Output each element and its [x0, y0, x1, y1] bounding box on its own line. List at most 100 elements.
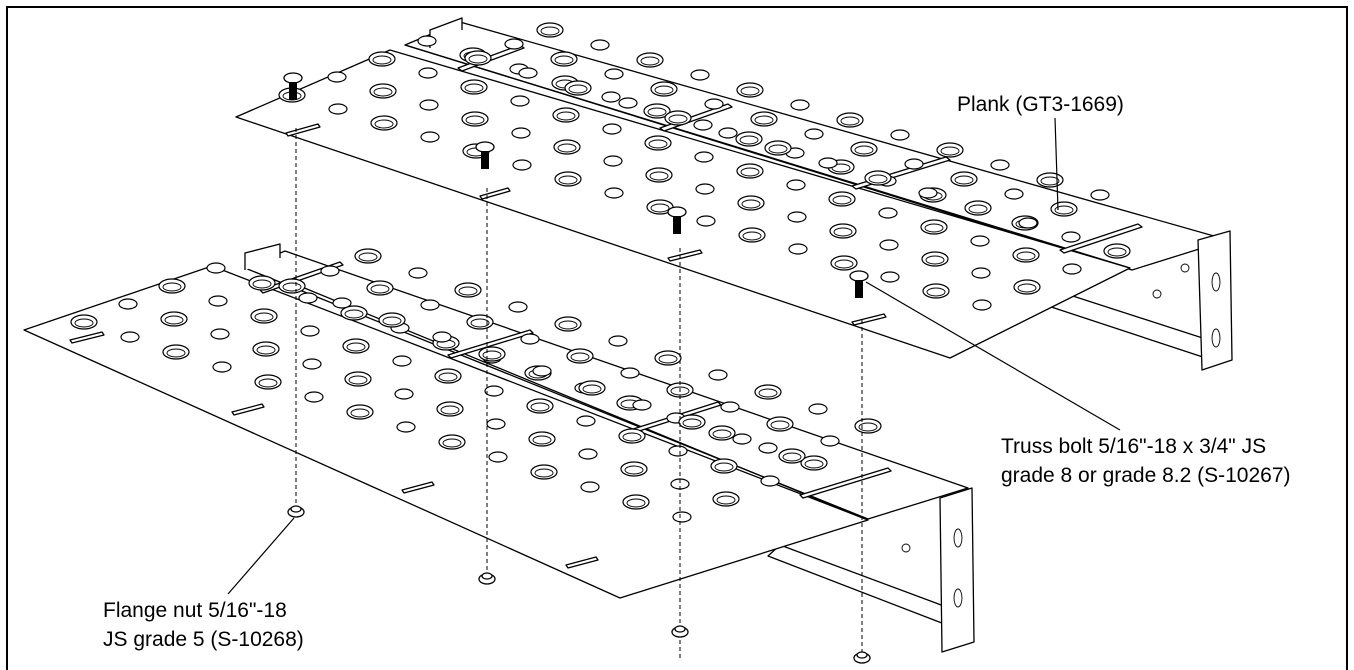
perforation-hole-rim [650, 203, 670, 213]
perforation-hole [532, 365, 552, 377]
perforation-hole-rim [557, 143, 577, 153]
perforation-hole [408, 267, 428, 279]
perforation-hole-rim [647, 107, 667, 117]
perforation-hole-rim [554, 55, 574, 65]
perforation-hole [210, 328, 230, 340]
perforation-hole-rim [954, 175, 974, 185]
perforation-hole [758, 442, 778, 454]
perforation-hole [604, 187, 624, 199]
perforation-hole-rim [858, 422, 878, 432]
perforation-hole [328, 103, 348, 115]
perforation-hole-rim [854, 145, 874, 155]
lower-plank [23, 243, 975, 653]
perforation-hole [300, 325, 320, 337]
perforation-hole-rim [834, 259, 854, 269]
perforation-hole-rim [741, 199, 761, 209]
perforation-hole [672, 511, 692, 523]
perforation-hole-rim [624, 465, 644, 475]
upper-plank [235, 17, 1233, 371]
perforation-hole-rim [358, 252, 378, 262]
perforation-hole-rim [438, 372, 458, 382]
perforation-hole [786, 179, 806, 191]
perforation-hole-rim [370, 284, 390, 294]
leader-lines [227, 117, 1121, 595]
perforation-hole [790, 99, 810, 111]
perforation-hole-rim [714, 462, 734, 472]
perforation-hole-rim [254, 312, 274, 322]
perforation-hole [601, 91, 621, 103]
perforation-hole-rim [470, 318, 490, 328]
truss-bolt-callout: Truss bolt 5/16"-18 x 3/4" JS grade 8 or… [1001, 432, 1291, 490]
perforation-hole [708, 369, 728, 381]
perforation-hole-rim [622, 432, 642, 442]
perforation-hole [418, 67, 438, 79]
perforation-hole [420, 299, 440, 311]
perforation-hole-rim [166, 348, 186, 358]
perforation-hole-rim [804, 459, 824, 469]
perforation-hole [488, 451, 508, 463]
perforation-hole-rim [348, 375, 368, 385]
perforation-hole-rim [442, 438, 462, 448]
perforation-hole-rim [458, 286, 478, 296]
truss-bolt-label-line1: Truss bolt 5/16"-18 x 3/4" JS [1001, 435, 1267, 458]
perforation-hole [696, 215, 716, 227]
perforation-hole [327, 71, 347, 83]
flange-nut-label-line2: JS grade 5 (S-10268) [103, 628, 304, 651]
perforation-hole-rim [648, 139, 668, 149]
perforation-hole [618, 97, 638, 109]
perforation-hole-rim [868, 174, 888, 184]
perforation-hole-rim [1054, 205, 1074, 215]
flange-nut-callout: Flange nut 5/16"-18 JS grade 5 (S-10268) [103, 596, 304, 654]
perforation-hole-rim [373, 87, 393, 97]
perforation-hole [990, 159, 1010, 171]
perforation-hole-rim [582, 384, 602, 394]
perforation-hole-rim [258, 378, 278, 388]
perforation-hole [304, 391, 324, 403]
perforation-hole [820, 435, 840, 447]
perforation-hole-rim [833, 227, 853, 237]
perforation-hole [971, 267, 991, 279]
perforation-hole [392, 355, 412, 367]
perforation-hole-rim [682, 418, 702, 428]
perforation-hole [1061, 231, 1081, 243]
perforation-hole [419, 99, 439, 111]
perforation-hole [880, 271, 900, 283]
perforation-hole-rim [1017, 283, 1037, 293]
perforation-hole [695, 183, 715, 195]
perforation-hole-rim [252, 279, 272, 289]
perforation-hole [212, 361, 232, 373]
flange-nut-icon [287, 505, 871, 664]
plank-callout: Plank (GT3-1669) [957, 90, 1124, 119]
perforation-hole-rim [556, 111, 576, 121]
perforation-hole [484, 385, 504, 397]
perforation-hole [890, 129, 910, 141]
perforation-hole-rim [350, 408, 370, 418]
perforation-hole [118, 298, 138, 310]
perforation-hole-rim [540, 26, 560, 36]
perforation-hole [760, 475, 780, 487]
perforation-hole [578, 448, 598, 460]
perforation-hole [486, 418, 506, 430]
plank-label: Plank (GT3-1669) [957, 93, 1124, 116]
perforation-hole-rim [530, 402, 550, 412]
perforation-hole-rim [382, 316, 402, 326]
perforation-hole [972, 299, 992, 311]
perforation-hole [1062, 263, 1082, 275]
perforation-hole-rim [1040, 176, 1060, 186]
perforation-hole [511, 127, 531, 139]
perforation-hole [818, 157, 838, 169]
perforation-hole-rim [482, 350, 502, 360]
perforation-hole [590, 39, 610, 51]
perforation-hole [704, 98, 724, 110]
perforation-hole-rim [346, 342, 366, 352]
perforation-hole-rim [282, 282, 302, 292]
perforation-hole-rim [782, 452, 802, 462]
perforation-hole-rim [558, 175, 578, 185]
perforation-hole [510, 95, 530, 107]
perforation-hole [632, 399, 652, 411]
perforation-hole [602, 123, 622, 135]
perforation-hole-rim [558, 320, 578, 330]
perforation-hole-rim [658, 354, 678, 364]
perforation-hole [878, 207, 898, 219]
perforation-hole [512, 159, 532, 171]
